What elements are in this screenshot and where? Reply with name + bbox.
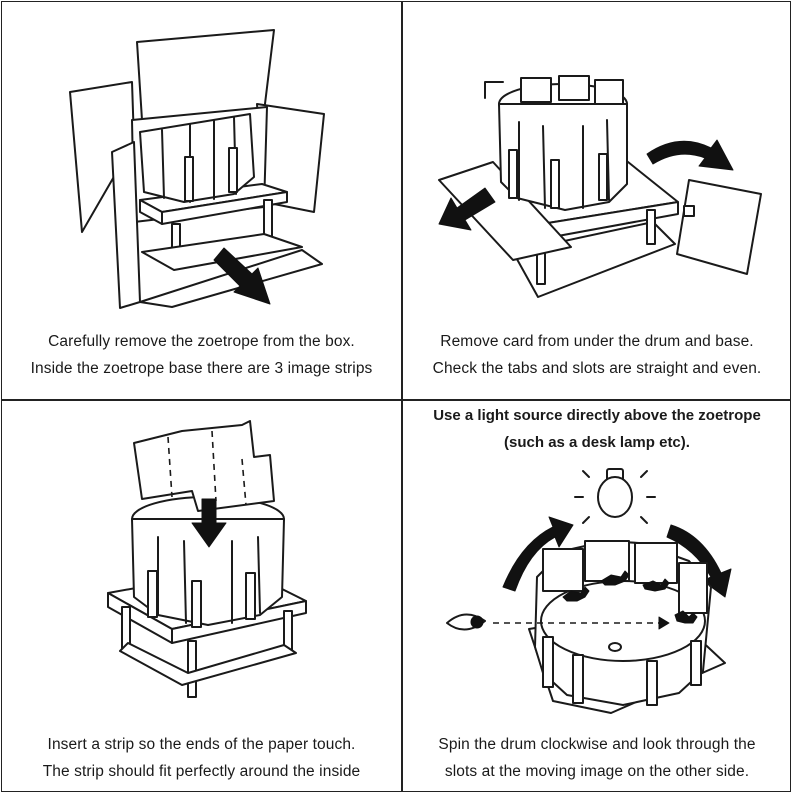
grid-divider-horizontal bbox=[1, 399, 791, 401]
step-panel-3: Insert a strip so the ends of the paper … bbox=[2, 401, 401, 792]
card-icon bbox=[676, 179, 762, 275]
eye-icon bbox=[446, 613, 486, 631]
step-4-heading-line-2: (such as a desk lamp etc). bbox=[504, 434, 690, 451]
box-front-right bbox=[139, 249, 323, 308]
step-3-caption-line-1: Insert a strip so the ends of the paper … bbox=[47, 736, 356, 753]
step-4-caption-line-2: slots at the moving image on the other s… bbox=[444, 763, 750, 780]
step-4-caption-line-1: Spin the drum clockwise and look through… bbox=[438, 736, 756, 753]
zoetrope-drum-icon bbox=[131, 496, 285, 628]
arrow-icon bbox=[191, 498, 227, 548]
horse-rider-icon bbox=[562, 570, 698, 624]
box-front-left bbox=[111, 141, 141, 309]
rotation-arrow-icon bbox=[666, 524, 732, 598]
step-2-caption-line-2: Check the tabs and slots are straight an… bbox=[432, 360, 762, 377]
box-back-flap bbox=[136, 29, 275, 121]
zoetrope-drum-icon bbox=[498, 75, 628, 211]
light-bulb-icon bbox=[574, 468, 656, 524]
step-4-heading-line-1: Use a light source directly above the zo… bbox=[433, 407, 761, 424]
spin-and-view-illustration bbox=[446, 468, 732, 714]
rotation-arrow-icon bbox=[502, 516, 574, 592]
card-removal-illustration bbox=[438, 75, 762, 298]
step-2-caption-line-1: Remove card from under the drum and base… bbox=[440, 333, 754, 350]
image-strip-icon bbox=[133, 420, 275, 512]
step-panel-2: Remove card from under the drum and base… bbox=[403, 2, 791, 399]
step-1-caption-line-2: Inside the zoetrope base there are 3 ima… bbox=[30, 360, 373, 377]
step-panel-4: Use a light source directly above the zo… bbox=[403, 401, 791, 792]
step-3-caption-line-2: The strip should fit perfectly around th… bbox=[42, 763, 361, 780]
arrow-icon bbox=[646, 139, 734, 171]
card-icon bbox=[438, 161, 572, 261]
grid-divider-vertical bbox=[401, 1, 403, 792]
arrow-icon bbox=[213, 247, 271, 305]
arrow-icon bbox=[438, 187, 496, 231]
step-1-caption-line-1: Carefully remove the zoetrope from the b… bbox=[48, 333, 355, 350]
box-illustration bbox=[69, 29, 325, 309]
step-panel-1: Carefully remove the zoetrope from the b… bbox=[2, 2, 401, 399]
strip-insertion-illustration bbox=[107, 420, 307, 698]
stand-base bbox=[512, 221, 676, 298]
zoetrope-drum-icon bbox=[139, 113, 255, 203]
stand-base bbox=[119, 642, 297, 686]
